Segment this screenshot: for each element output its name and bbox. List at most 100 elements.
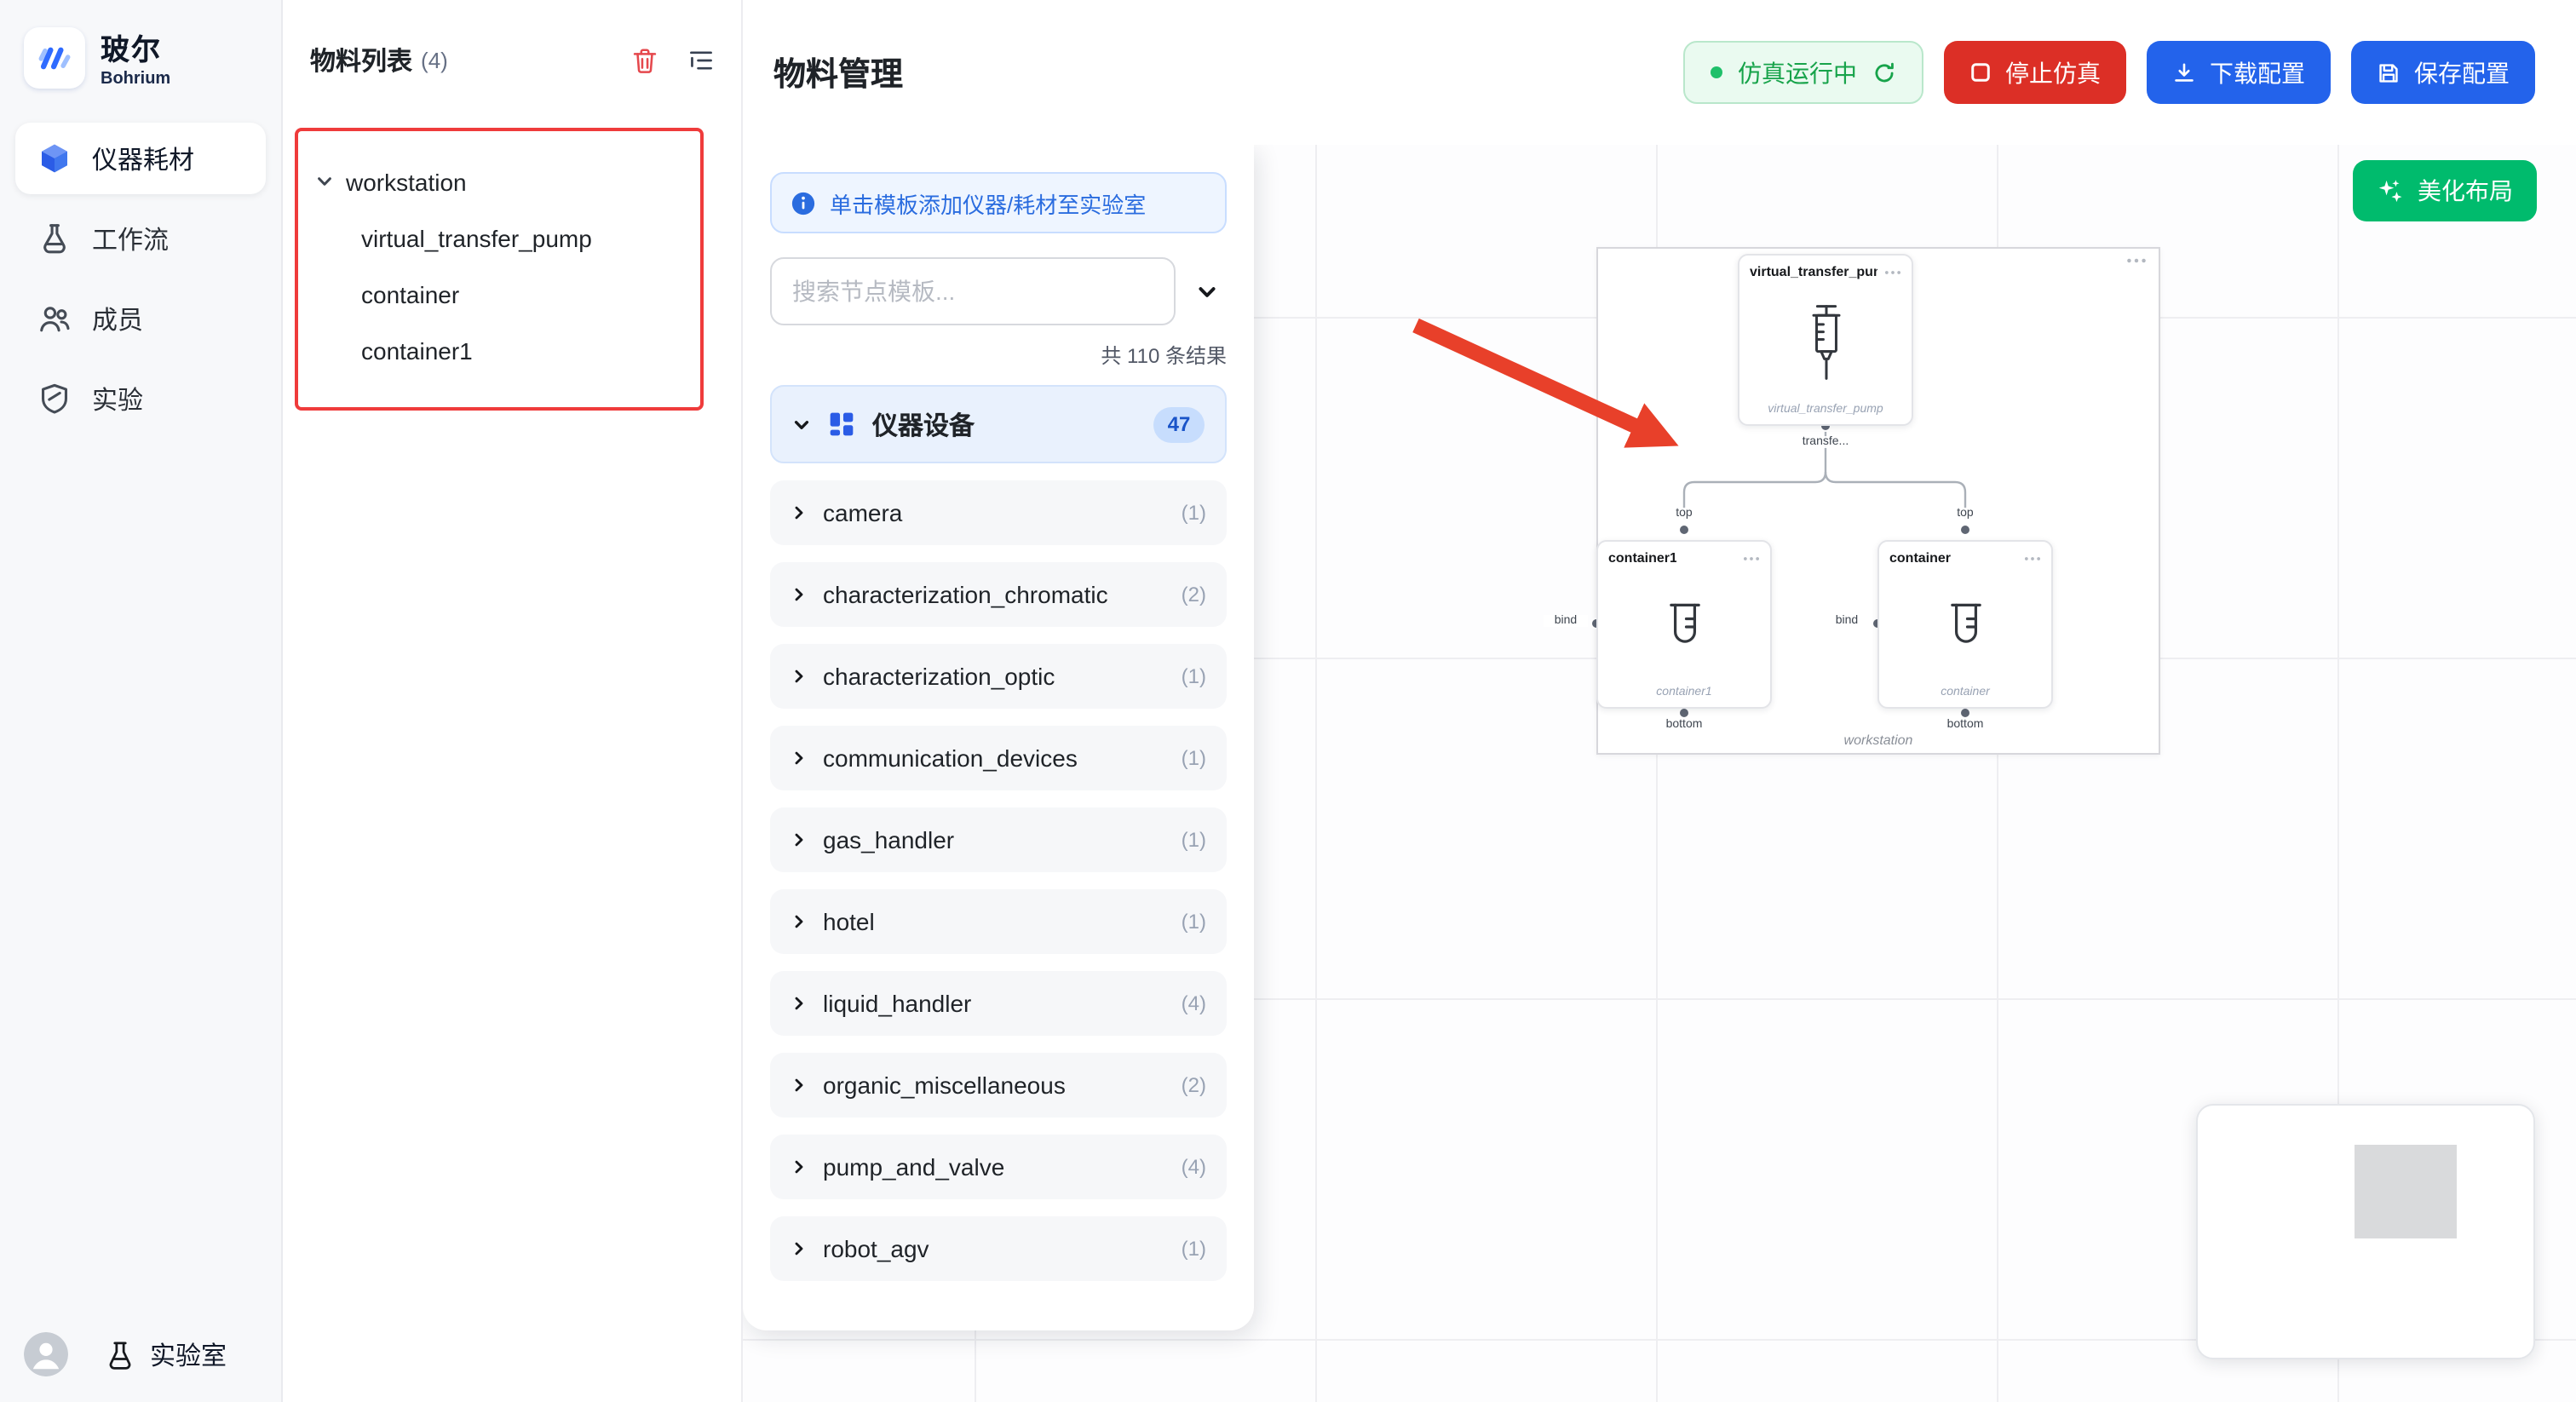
more-icon[interactable] <box>2126 257 2147 264</box>
category-label: 仪器设备 <box>872 411 975 440</box>
template-item-count: (1) <box>1181 746 1206 770</box>
port-label-bind[interactable]: bind <box>1825 615 1869 627</box>
port-label-top[interactable]: top <box>1654 508 1714 520</box>
template-item-hotel[interactable]: hotel (1) <box>770 889 1227 954</box>
more-icon[interactable] <box>1743 554 1760 561</box>
tree-node-container1[interactable]: container1 <box>315 322 741 378</box>
bohrium-logo-icon <box>24 26 85 88</box>
port-label-bind[interactable]: bind <box>1544 615 1588 627</box>
panel-collapse-button[interactable] <box>1186 271 1227 312</box>
chevron-right-icon <box>795 1160 803 1174</box>
template-panel: 单击模板添加仪器/耗材至实验室 共 110 条结果 <box>743 145 1254 1330</box>
sidebar-item-workflow[interactable]: 工作流 <box>15 203 266 274</box>
lab-label: 实验室 <box>150 1342 227 1370</box>
more-icon[interactable] <box>1884 268 1901 275</box>
save-config-button[interactable]: 保存配置 <box>2351 41 2535 104</box>
minimap[interactable] <box>2196 1104 2535 1359</box>
chevron-right-icon <box>795 1242 803 1255</box>
user-avatar[interactable] <box>24 1332 68 1376</box>
category-count-badge: 47 <box>1153 406 1205 442</box>
sidebar-item-label: 成员 <box>92 306 144 335</box>
simulation-status-pill[interactable]: 仿真运行中 <box>1683 41 1923 104</box>
info-banner-text: 单击模板添加仪器/耗材至实验室 <box>830 192 1147 217</box>
chevron-down-icon <box>1198 286 1215 296</box>
search-input[interactable] <box>770 257 1176 325</box>
template-item-label: liquid_handler <box>823 990 972 1017</box>
template-item-communication-devices[interactable]: communication_devices (1) <box>770 726 1227 790</box>
materials-header: 物料列表 (4) <box>283 0 741 78</box>
node-subtitle: container1 <box>1656 687 1712 698</box>
category-instruments[interactable]: 仪器设备 47 <box>770 385 1227 463</box>
main-header: 物料管理 仿真运行中 停止仿真 下载配置 <box>743 0 2576 145</box>
node-header: container <box>1889 550 2041 566</box>
category-grid-icon <box>830 412 854 436</box>
stop-simulation-button[interactable]: 停止仿真 <box>1944 41 2126 104</box>
template-item-robot-agv[interactable]: robot_agv (1) <box>770 1216 1227 1281</box>
beautify-layout-button[interactable]: 美化布局 <box>2353 160 2537 221</box>
header-actions: 仿真运行中 停止仿真 下载配置 <box>1683 41 2535 104</box>
more-icon[interactable] <box>2024 554 2041 561</box>
brand: 玻尔 Bohrium <box>0 0 281 123</box>
minimap-viewport[interactable] <box>2355 1145 2457 1238</box>
experiments-shield-icon <box>37 382 72 416</box>
sidebar-footer: 实验室 <box>24 1332 227 1376</box>
sidebar-item-members[interactable]: 成员 <box>15 283 266 354</box>
syringe-icon <box>1800 279 1851 404</box>
sidebar-item-experiments[interactable]: 实验 <box>15 363 266 434</box>
results-summary: 共 110 条结果 <box>1101 344 1227 368</box>
chevron-right-icon <box>795 1078 803 1092</box>
delete-button[interactable] <box>627 43 661 78</box>
template-item-count: (1) <box>1181 501 1206 525</box>
save-icon <box>2379 63 2398 82</box>
node-title: container <box>1889 550 1952 566</box>
chevron-down-icon <box>318 177 331 186</box>
template-item-gas-handler[interactable]: gas_handler (1) <box>770 807 1227 872</box>
chevron-right-icon <box>795 751 803 765</box>
info-icon <box>791 191 815 215</box>
template-item-organic-miscellaneous[interactable]: organic_miscellaneous (2) <box>770 1053 1227 1118</box>
node-subtitle: container <box>1941 687 1990 698</box>
template-item-liquid-handler[interactable]: liquid_handler (4) <box>770 971 1227 1036</box>
tree-node-workstation[interactable]: workstation <box>315 153 741 210</box>
status-label: 仿真运行中 <box>1738 59 1857 86</box>
trash-icon <box>632 49 656 73</box>
template-item-count: (1) <box>1181 1237 1206 1261</box>
node-container[interactable]: container container <box>1877 540 2053 709</box>
template-item-count: (2) <box>1181 1073 1206 1097</box>
materials-actions <box>627 43 717 78</box>
download-config-button[interactable]: 下载配置 <box>2147 41 2331 104</box>
materials-title: 物料列表 <box>310 48 413 77</box>
template-item-characterization-optic[interactable]: characterization_optic (1) <box>770 644 1227 709</box>
template-item-camera[interactable]: camera (1) <box>770 480 1227 545</box>
materials-count: (4) <box>421 48 448 73</box>
tree-node-label: container <box>361 280 460 307</box>
sidebar-item-lab[interactable]: 实验室 <box>104 1336 227 1372</box>
port-label-bottom[interactable]: bottom <box>1647 719 1721 731</box>
node-title: container1 <box>1608 550 1677 566</box>
port-label-top[interactable]: top <box>1935 508 1995 520</box>
chevron-right-icon <box>795 506 803 520</box>
template-item-characterization-chromatic[interactable]: characterization_chromatic (2) <box>770 562 1227 627</box>
brand-text: 玻尔 Bohrium <box>101 26 170 89</box>
stop-icon <box>1971 63 1990 82</box>
node-container1[interactable]: container1 container1 <box>1596 540 1772 709</box>
sidebar-item-label: 工作流 <box>92 226 170 255</box>
button-label: 停止仿真 <box>2005 59 2101 86</box>
tree-node-pump[interactable]: virtual_transfer_pump <box>315 210 741 266</box>
status-dot-icon <box>1711 66 1722 78</box>
button-label: 保存配置 <box>2414 59 2510 86</box>
sidebar-item-label: 仪器耗材 <box>92 146 195 175</box>
workflow-canvas[interactable]: 单击模板添加仪器/耗材至实验室 共 110 条结果 <box>743 145 2576 1402</box>
sidebar-item-instruments[interactable]: 仪器耗材 <box>15 123 266 194</box>
port-label-transfer[interactable]: transfe... <box>1777 436 1874 448</box>
template-item-pump-and-valve[interactable]: pump_and_valve (4) <box>770 1135 1227 1199</box>
tree-node-container[interactable]: container <box>315 266 741 322</box>
port-label-bottom[interactable]: bottom <box>1929 719 2002 731</box>
template-item-count: (1) <box>1181 828 1206 852</box>
sidebar-nav: 仪器耗材 工作流 <box>0 123 281 434</box>
tree-view-button[interactable] <box>683 43 717 78</box>
lab-beaker-icon <box>104 1338 136 1370</box>
materials-panel: 物料列表 (4) <box>283 0 743 1402</box>
sidebar: 玻尔 Bohrium 仪器耗材 <box>0 0 283 1402</box>
node-virtual-transfer-pump[interactable]: virtual_transfer_pump virtual_transfer_p… <box>1738 254 1913 426</box>
